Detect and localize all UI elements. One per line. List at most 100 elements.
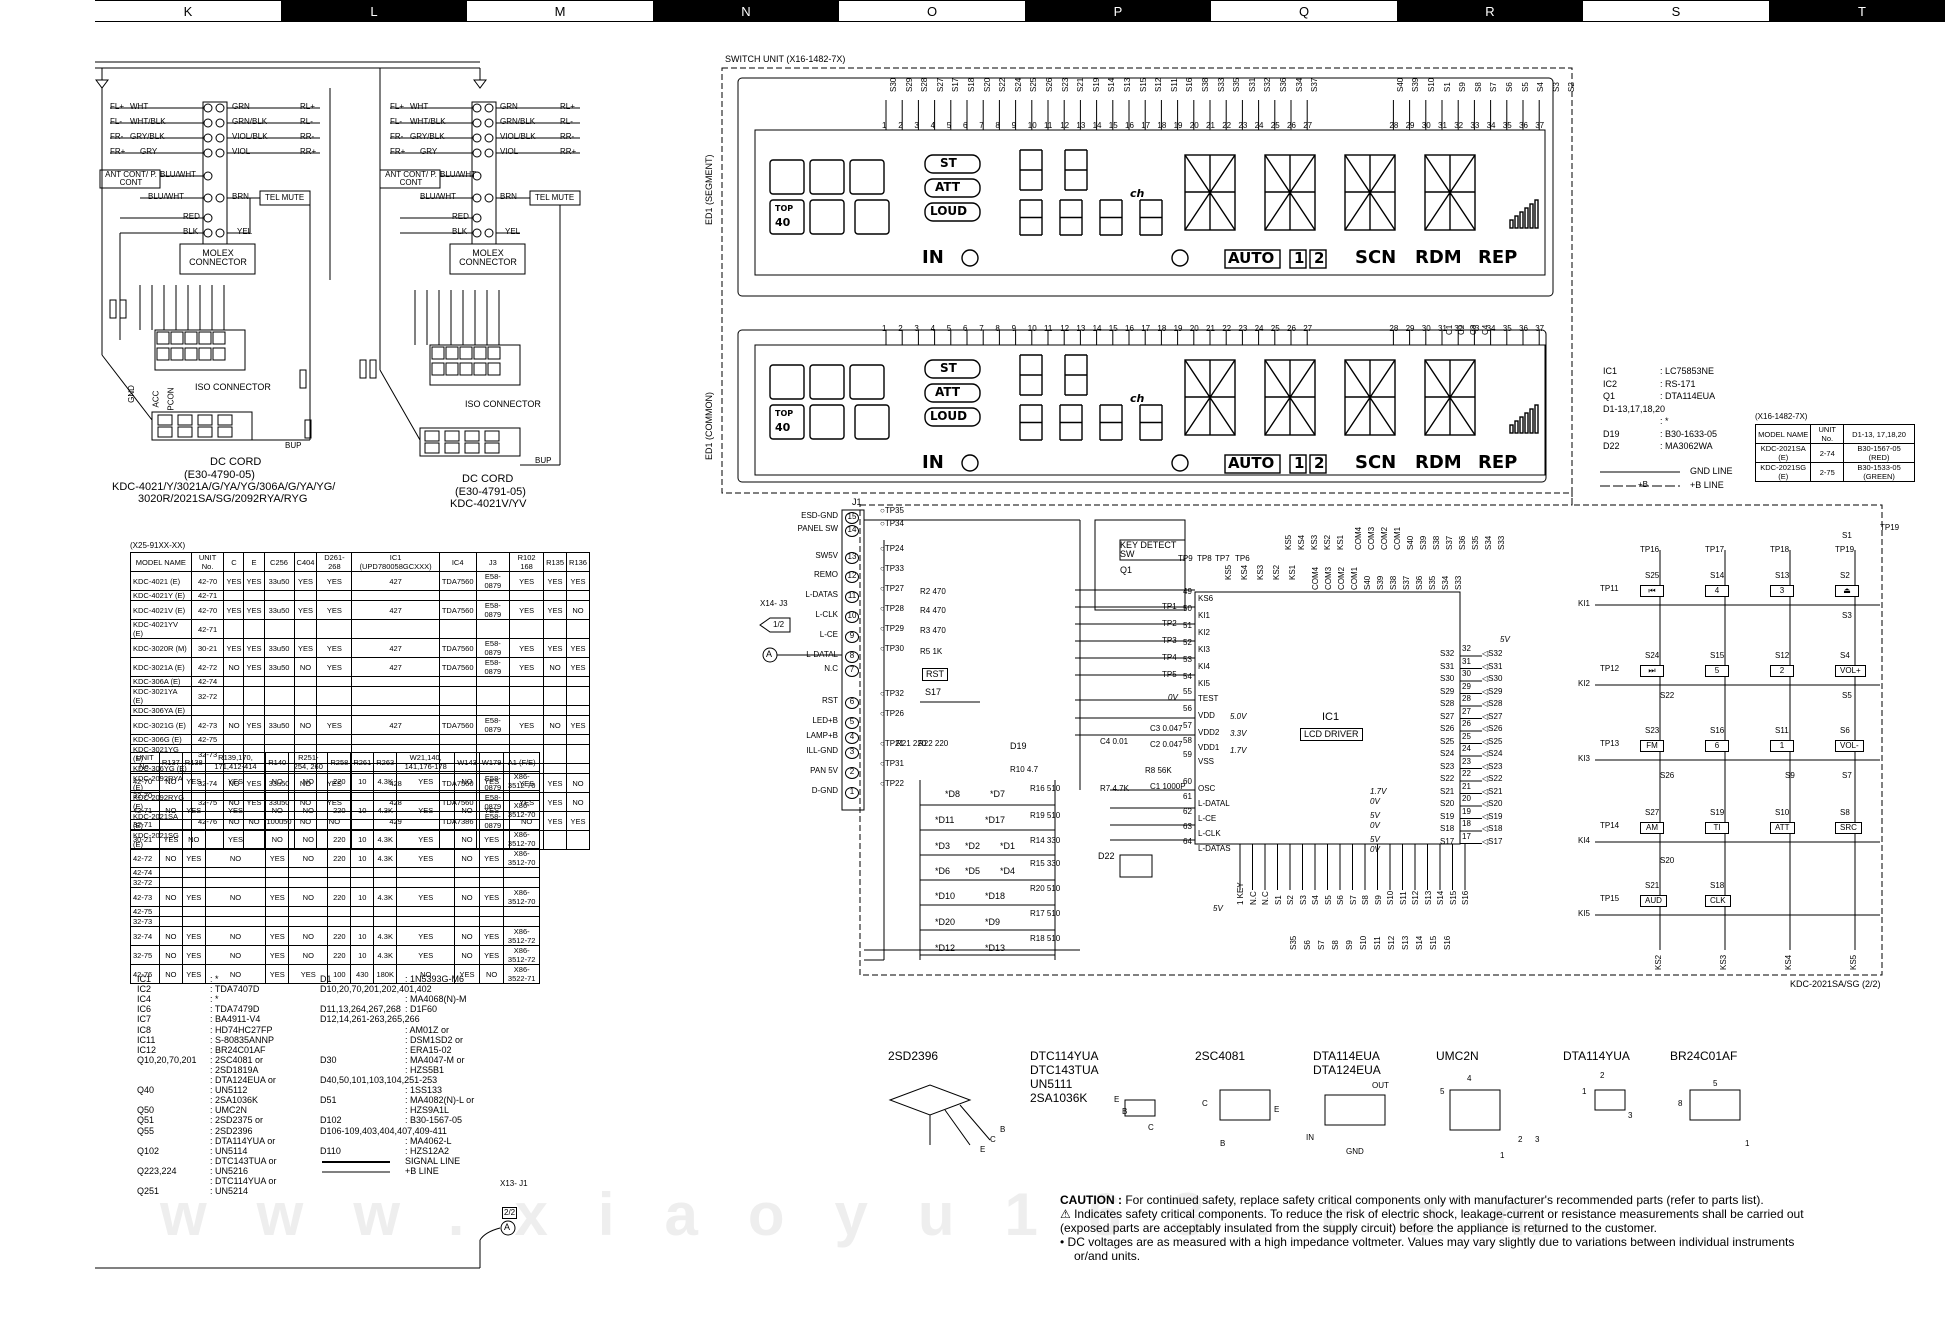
part-value: : DSM1SD2 or xyxy=(405,1034,464,1045)
b-line-legend: +B LINE xyxy=(1690,480,1724,490)
table-cell: YES xyxy=(265,926,290,946)
table-cell xyxy=(223,705,245,716)
dc-pin xyxy=(444,442,460,454)
table-cell: 32-72 xyxy=(190,686,225,706)
connector-pin xyxy=(215,193,225,203)
table-cell xyxy=(316,686,353,706)
wire-label: VIOL xyxy=(500,147,519,156)
table-cell: 42-70 xyxy=(190,600,225,620)
table-cell: 33u50 xyxy=(263,571,295,591)
table-cell: NO xyxy=(478,964,505,984)
table-cell: YES xyxy=(566,811,590,831)
pin-number: 19 xyxy=(1173,121,1183,130)
key-cap-vol: VOL+ xyxy=(1835,665,1866,677)
iso-pin xyxy=(473,362,487,376)
part-ref: D19 xyxy=(1603,428,1620,439)
ic-pin-number: 62 xyxy=(1183,807,1192,816)
table-cell: YES xyxy=(509,638,545,658)
table-cell: YES xyxy=(265,964,290,984)
table-cell: YES xyxy=(181,926,206,946)
signal-bar xyxy=(1534,404,1539,434)
dc-pin xyxy=(424,430,440,442)
pin-number: 3 xyxy=(914,324,919,333)
table-cell: 220 xyxy=(327,800,352,820)
ic-top-seg2: S35 xyxy=(1471,535,1480,550)
j1-pin-number: 14 xyxy=(845,525,859,537)
pin-number: 33 xyxy=(1470,121,1480,130)
pin-number: 29 xyxy=(1405,324,1415,333)
table-cell xyxy=(204,916,267,927)
ic-bottom-pin: S12 xyxy=(1411,890,1420,905)
segment-pin: S1 xyxy=(1442,82,1452,92)
ic-top-ks2: KS2 xyxy=(1323,534,1332,550)
table-cell: NO xyxy=(265,771,290,791)
part-ref: D22 xyxy=(1603,441,1620,451)
table-header: R136 xyxy=(566,552,590,572)
resistor-label: R15 330 xyxy=(1030,859,1061,868)
resistor-label: R22 220 xyxy=(918,739,949,748)
j1-pin-name: ESD-GND xyxy=(801,511,838,520)
table-cell xyxy=(566,744,590,764)
ic-right-connector: ◁S28 xyxy=(1482,699,1503,708)
switch-ref: S6 xyxy=(1840,726,1850,735)
table-cell xyxy=(158,790,183,801)
key-cap-key: 4 xyxy=(1705,585,1729,597)
ic-top-com: S38 xyxy=(1389,575,1398,590)
resistor-label: R5 1K xyxy=(920,647,943,656)
part-value: : 2SD1819A xyxy=(210,1064,259,1075)
key-detect-label: KEY DETECT SW xyxy=(1120,540,1177,559)
ic-right-pin: S32 xyxy=(1440,649,1455,658)
ic-top-ks2: KS1 xyxy=(1336,534,1345,550)
package-pin: IN xyxy=(1306,1133,1314,1142)
table-cell: YES xyxy=(478,829,505,849)
b-line-legend: +B LINE xyxy=(405,1166,439,1176)
table-cell xyxy=(396,916,456,927)
table-cell: YES xyxy=(316,657,353,677)
connector-pin xyxy=(484,133,494,143)
table-cell xyxy=(373,819,398,830)
ks-label: KS2 xyxy=(1654,954,1663,970)
table-cell: 4.3K xyxy=(373,926,398,946)
table-cell: 4.3K xyxy=(373,800,398,820)
caution-line-3: (exposed parts are acceptably insulated … xyxy=(1060,1221,1657,1235)
led-label: *D3 xyxy=(935,841,951,851)
table-cell: KDC-3020R (M) xyxy=(130,638,192,658)
j1-pin-number: 6 xyxy=(845,697,859,709)
switch-unit-title: SWITCH UNIT (X16-1482-7X) xyxy=(725,54,846,64)
switch-ref: S20 xyxy=(1660,856,1675,865)
ic-right-connector: ◁S25 xyxy=(1482,736,1503,746)
table-header: R261 xyxy=(350,752,375,772)
ic-right-connector: ◁S24 xyxy=(1482,749,1503,758)
pin-number: 18 xyxy=(1157,324,1167,333)
table-cell: NO xyxy=(265,829,290,849)
pin-number: 4 xyxy=(930,121,936,130)
lcd-disc-2: 2 xyxy=(1314,454,1325,472)
table-header: J3 xyxy=(475,552,511,572)
wire-label: GRY xyxy=(140,147,158,156)
ic-pin-name: KI4 xyxy=(1198,662,1211,671)
pin-number: 31 xyxy=(1438,121,1447,130)
table-cell xyxy=(438,705,477,716)
table-cell: NO xyxy=(566,773,590,793)
ic-pin-name: KI5 xyxy=(1198,679,1211,688)
ic-top-ks: KS3 xyxy=(1256,564,1265,580)
ic-bottom-label: S7 xyxy=(1317,940,1326,950)
table-cell xyxy=(373,906,398,917)
lcd-rep: REP xyxy=(1478,247,1518,268)
table-cell: 2-74 xyxy=(1810,443,1845,463)
part-value: : HZS5B1 xyxy=(405,1064,445,1075)
table-cell: YES xyxy=(509,600,545,620)
package-pin: 5 xyxy=(1440,1087,1445,1096)
table-cell: NO xyxy=(543,715,568,735)
ic-bottom-pin: S7 xyxy=(1348,895,1358,905)
key-cap-src: SRC xyxy=(1835,822,1862,834)
table-header: R138 xyxy=(181,752,206,772)
lcd-segment xyxy=(1059,404,1083,441)
voltage: 1.7V xyxy=(1370,787,1387,796)
iso-pin xyxy=(445,362,459,376)
pin-number: 8 xyxy=(995,324,1000,333)
table-cell: YES xyxy=(293,638,318,658)
ic-right-pin: S31 xyxy=(1440,661,1455,671)
wire-label: WHT xyxy=(130,102,149,111)
